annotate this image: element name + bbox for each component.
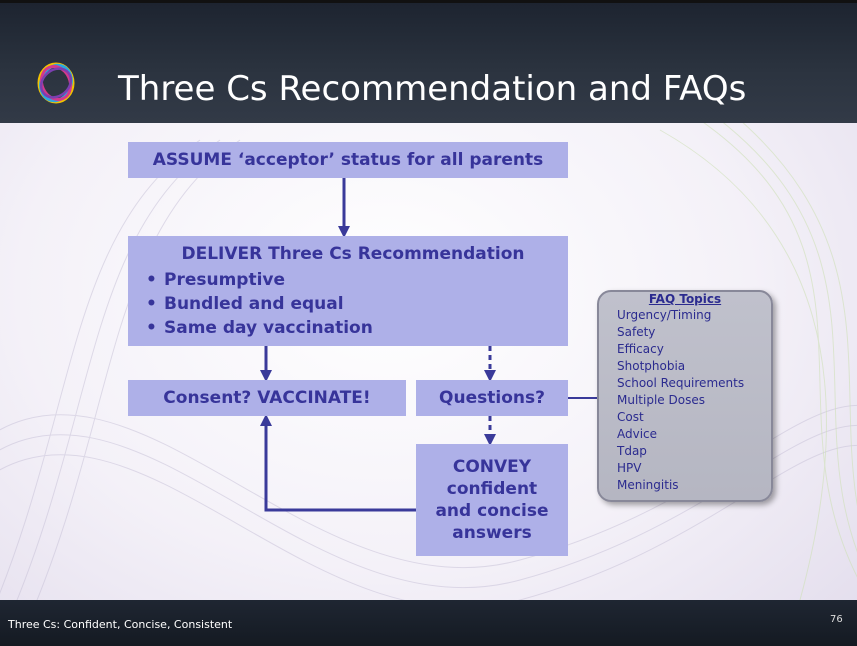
questions-box: Questions? — [416, 380, 568, 416]
faq-topic: HPV — [617, 461, 642, 475]
convey-line: CONVEY — [452, 457, 532, 477]
faq-topic: Tdap — [617, 444, 647, 458]
slide-footer — [0, 600, 857, 646]
faq-topic: Efficacy — [617, 342, 664, 356]
convey-line: confident — [446, 479, 538, 499]
faq-topic: Cost — [617, 410, 644, 424]
faq-topic: Multiple Doses — [617, 393, 705, 407]
faq-topic: School Requirements — [617, 376, 745, 390]
faq-topic: Shotphobia — [617, 359, 686, 373]
consent-box: Consent? VACCINATE! — [128, 380, 406, 416]
page-title: Three Cs Recommendation and FAQs — [118, 69, 747, 109]
slide-header: Three Cs Recommendation and FAQs — [0, 0, 857, 123]
faq-topic: Safety — [617, 325, 656, 339]
faq-topic: Meningitis — [617, 478, 679, 492]
faq-topic: Urgency/Timing — [617, 308, 712, 322]
faq-topics-panel: FAQ Topics Urgency/Timing Safety Efficac… — [597, 290, 773, 502]
deliver-heading: DELIVER Three Cs Recommendation — [181, 244, 525, 264]
convey-box: CONVEY confident and concise answers — [416, 444, 568, 556]
deliver-bullet: Presumptive — [138, 268, 558, 292]
footer-text: Three Cs: Confident, Concise, Consistent — [8, 618, 233, 631]
assume-box: ASSUME ‘acceptor’ status for all parents — [128, 142, 568, 178]
faq-topic: Advice — [617, 427, 658, 441]
deliver-bullet-list: Presumptive Bundled and equal Same day v… — [138, 268, 558, 340]
ring-logo-icon — [37, 62, 75, 104]
arrow-convey-to-consent — [260, 414, 416, 512]
deliver-bullet: Bundled and equal — [138, 292, 558, 316]
convey-line: answers — [452, 523, 532, 543]
page-number: 76 — [830, 614, 843, 625]
faq-title: FAQ Topics — [648, 292, 722, 306]
deliver-bullet: Same day vaccination — [138, 316, 558, 340]
convey-line: and concise — [435, 501, 549, 521]
deliver-box: DELIVER Three Cs Recommendation Presumpt… — [128, 236, 568, 346]
